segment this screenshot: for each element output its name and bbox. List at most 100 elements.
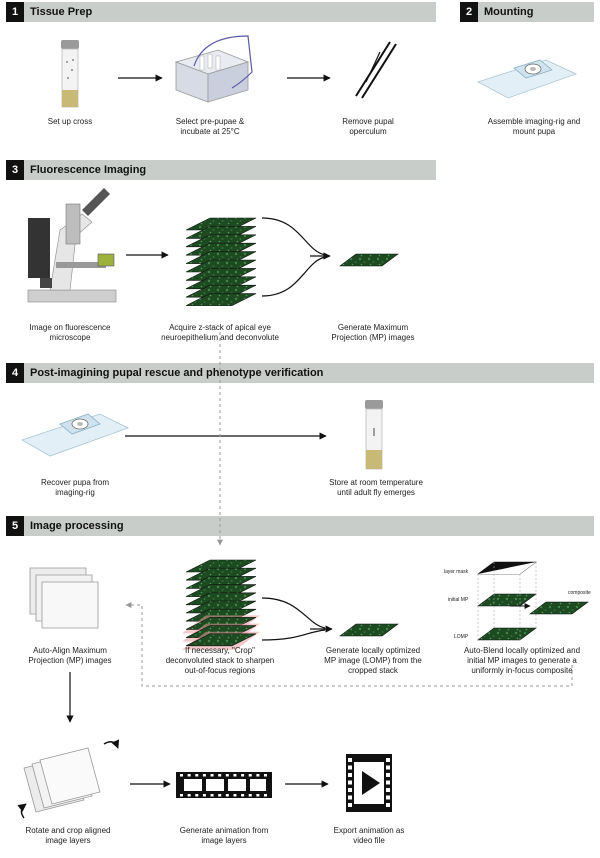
section-header-fluorescence-imaging: 3 Fluorescence Imaging [6, 160, 436, 180]
sprocket-hole [386, 773, 390, 777]
sprocket-hole [202, 794, 206, 797]
caption-assemble-rig: Assemble imaging-rig and mount pupa [487, 117, 581, 136]
caption-generate-animation: Generate animation from image layers [179, 826, 269, 845]
aligned-layers-icon [29, 567, 99, 629]
sprocket-hole [218, 774, 222, 777]
caption-recover-pupa: Recover pupa from imaging-rig [40, 478, 110, 497]
label-composite: composite [568, 590, 591, 596]
fly-vial-icon [365, 400, 383, 470]
sprocket-hole [187, 794, 191, 797]
stack-slice [185, 293, 257, 306]
section-header-image-processing: 5 Image processing [6, 516, 594, 536]
sprocket-hole [348, 788, 352, 792]
sprocket-hole [241, 794, 245, 797]
sprocket-hole [348, 803, 352, 807]
label-lomp: LOMP [454, 634, 469, 640]
section-number: 5 [6, 516, 24, 536]
section-header-mounting: 2 Mounting [460, 2, 594, 22]
sprocket-hole [386, 788, 390, 792]
section-number: 4 [6, 363, 24, 383]
lomp-tile [477, 627, 537, 641]
rotate-arrow-icon [103, 739, 120, 749]
z-stack-icon [182, 559, 260, 650]
sprocket-hole [210, 774, 214, 777]
stack-slice [185, 633, 257, 647]
section-title: Mounting [484, 6, 534, 18]
sprocket-hole [202, 774, 206, 777]
sprocket-hole [180, 794, 183, 797]
microscope-icon [27, 188, 117, 303]
section-header-pupal-rescue: 4 Post-imagining pupal rescue and phenot… [6, 363, 594, 383]
sprocket-hole [386, 780, 390, 785]
sprocket-hole [225, 794, 229, 797]
sprocket-hole [233, 794, 237, 797]
sprocket-hole [386, 795, 390, 800]
sprocket-hole [386, 803, 390, 807]
sprocket-hole [348, 758, 352, 762]
section-title: Fluorescence Imaging [30, 164, 147, 176]
rotate-arrow-icon [17, 803, 27, 819]
caption-generate-lomp: Generate locally optimized MP image (LOM… [324, 646, 422, 675]
sprocket-hole [195, 774, 199, 777]
sprocket-hole [248, 774, 252, 777]
incubator-icon [174, 35, 253, 103]
sprocket-hole [241, 774, 245, 777]
caption-store-room-temp: Store at room temperature until adult fl… [329, 478, 423, 497]
sprocket-hole [180, 774, 183, 777]
section-number: 1 [6, 2, 24, 22]
section-title: Tissue Prep [30, 6, 93, 18]
sprocket-hole [348, 780, 352, 785]
sprocket-hole [256, 794, 260, 797]
caption-select-prepupae: Select pre-pupae & incubate at 25°C [175, 117, 245, 136]
imaging-slide-icon [21, 413, 130, 457]
sprocket-hole [386, 765, 390, 770]
converge-line-bottom [261, 256, 326, 297]
sprocket-hole [264, 794, 267, 797]
sprocket-hole [256, 774, 260, 777]
sprocket-hole [386, 758, 390, 762]
converge-line-top [261, 217, 326, 256]
video-file-icon [346, 754, 392, 812]
sprocket-hole [218, 794, 222, 797]
caption-image-microscope: Image on fluorescence microscope [29, 323, 111, 342]
imaging-slide-icon [476, 59, 578, 99]
composite-tile [529, 601, 589, 615]
label-layer-mask: layer mask [444, 569, 469, 575]
projection-tile-icon [339, 623, 399, 637]
sprocket-hole [348, 795, 352, 800]
initial-mp-tile [477, 593, 537, 607]
sprocket-hole [210, 794, 214, 797]
section-header-tissue-prep: 1 Tissue Prep [6, 2, 436, 22]
section-number: 3 [6, 160, 24, 180]
converge-line-bottom [261, 629, 326, 641]
label-initial-mp: initial MP [448, 597, 469, 603]
caption-export-animation: Export animation as video file [333, 826, 405, 845]
dashed-connector-blend-to-align [125, 602, 573, 687]
sprocket-hole [348, 773, 352, 777]
caption-auto-blend: Auto-Blend locally optimized and initial… [463, 646, 581, 675]
caption-remove-operculum: Remove pupal operculum [342, 117, 394, 136]
caption-rotate-crop: Rotate and crop aligned image layers [25, 826, 111, 845]
sprocket-hole [187, 774, 191, 777]
section-title: Post-imagining pupal rescue and phenotyp… [30, 367, 324, 379]
auto-blend-diagram [477, 561, 589, 641]
caption-set-up-cross: Set up cross [47, 117, 93, 126]
converge-line-top [261, 597, 326, 629]
sprocket-hole [248, 794, 252, 797]
sprocket-hole [233, 774, 237, 777]
caption-auto-align: Auto-Align Maximum Projection (MP) image… [28, 646, 112, 665]
sprocket-hole [348, 765, 352, 770]
z-stack-icon [185, 217, 257, 306]
section-title: Image processing [30, 520, 124, 532]
caption-acquire-zstack: Acquire z-stack of apical eye neuroepith… [161, 323, 279, 342]
sprocket-hole [225, 774, 229, 777]
caption-crop-stack: If necessary, "Crop" deconvoluted stack … [165, 646, 275, 675]
film-strip-icon [176, 772, 272, 798]
sprocket-hole [264, 774, 267, 777]
sprocket-hole [195, 794, 199, 797]
section-number: 2 [460, 2, 478, 22]
forceps-icon [355, 41, 397, 99]
caption-generate-mp: Generate Maximum Projection (MP) images [331, 323, 415, 342]
rotated-layers-icon [17, 739, 120, 819]
